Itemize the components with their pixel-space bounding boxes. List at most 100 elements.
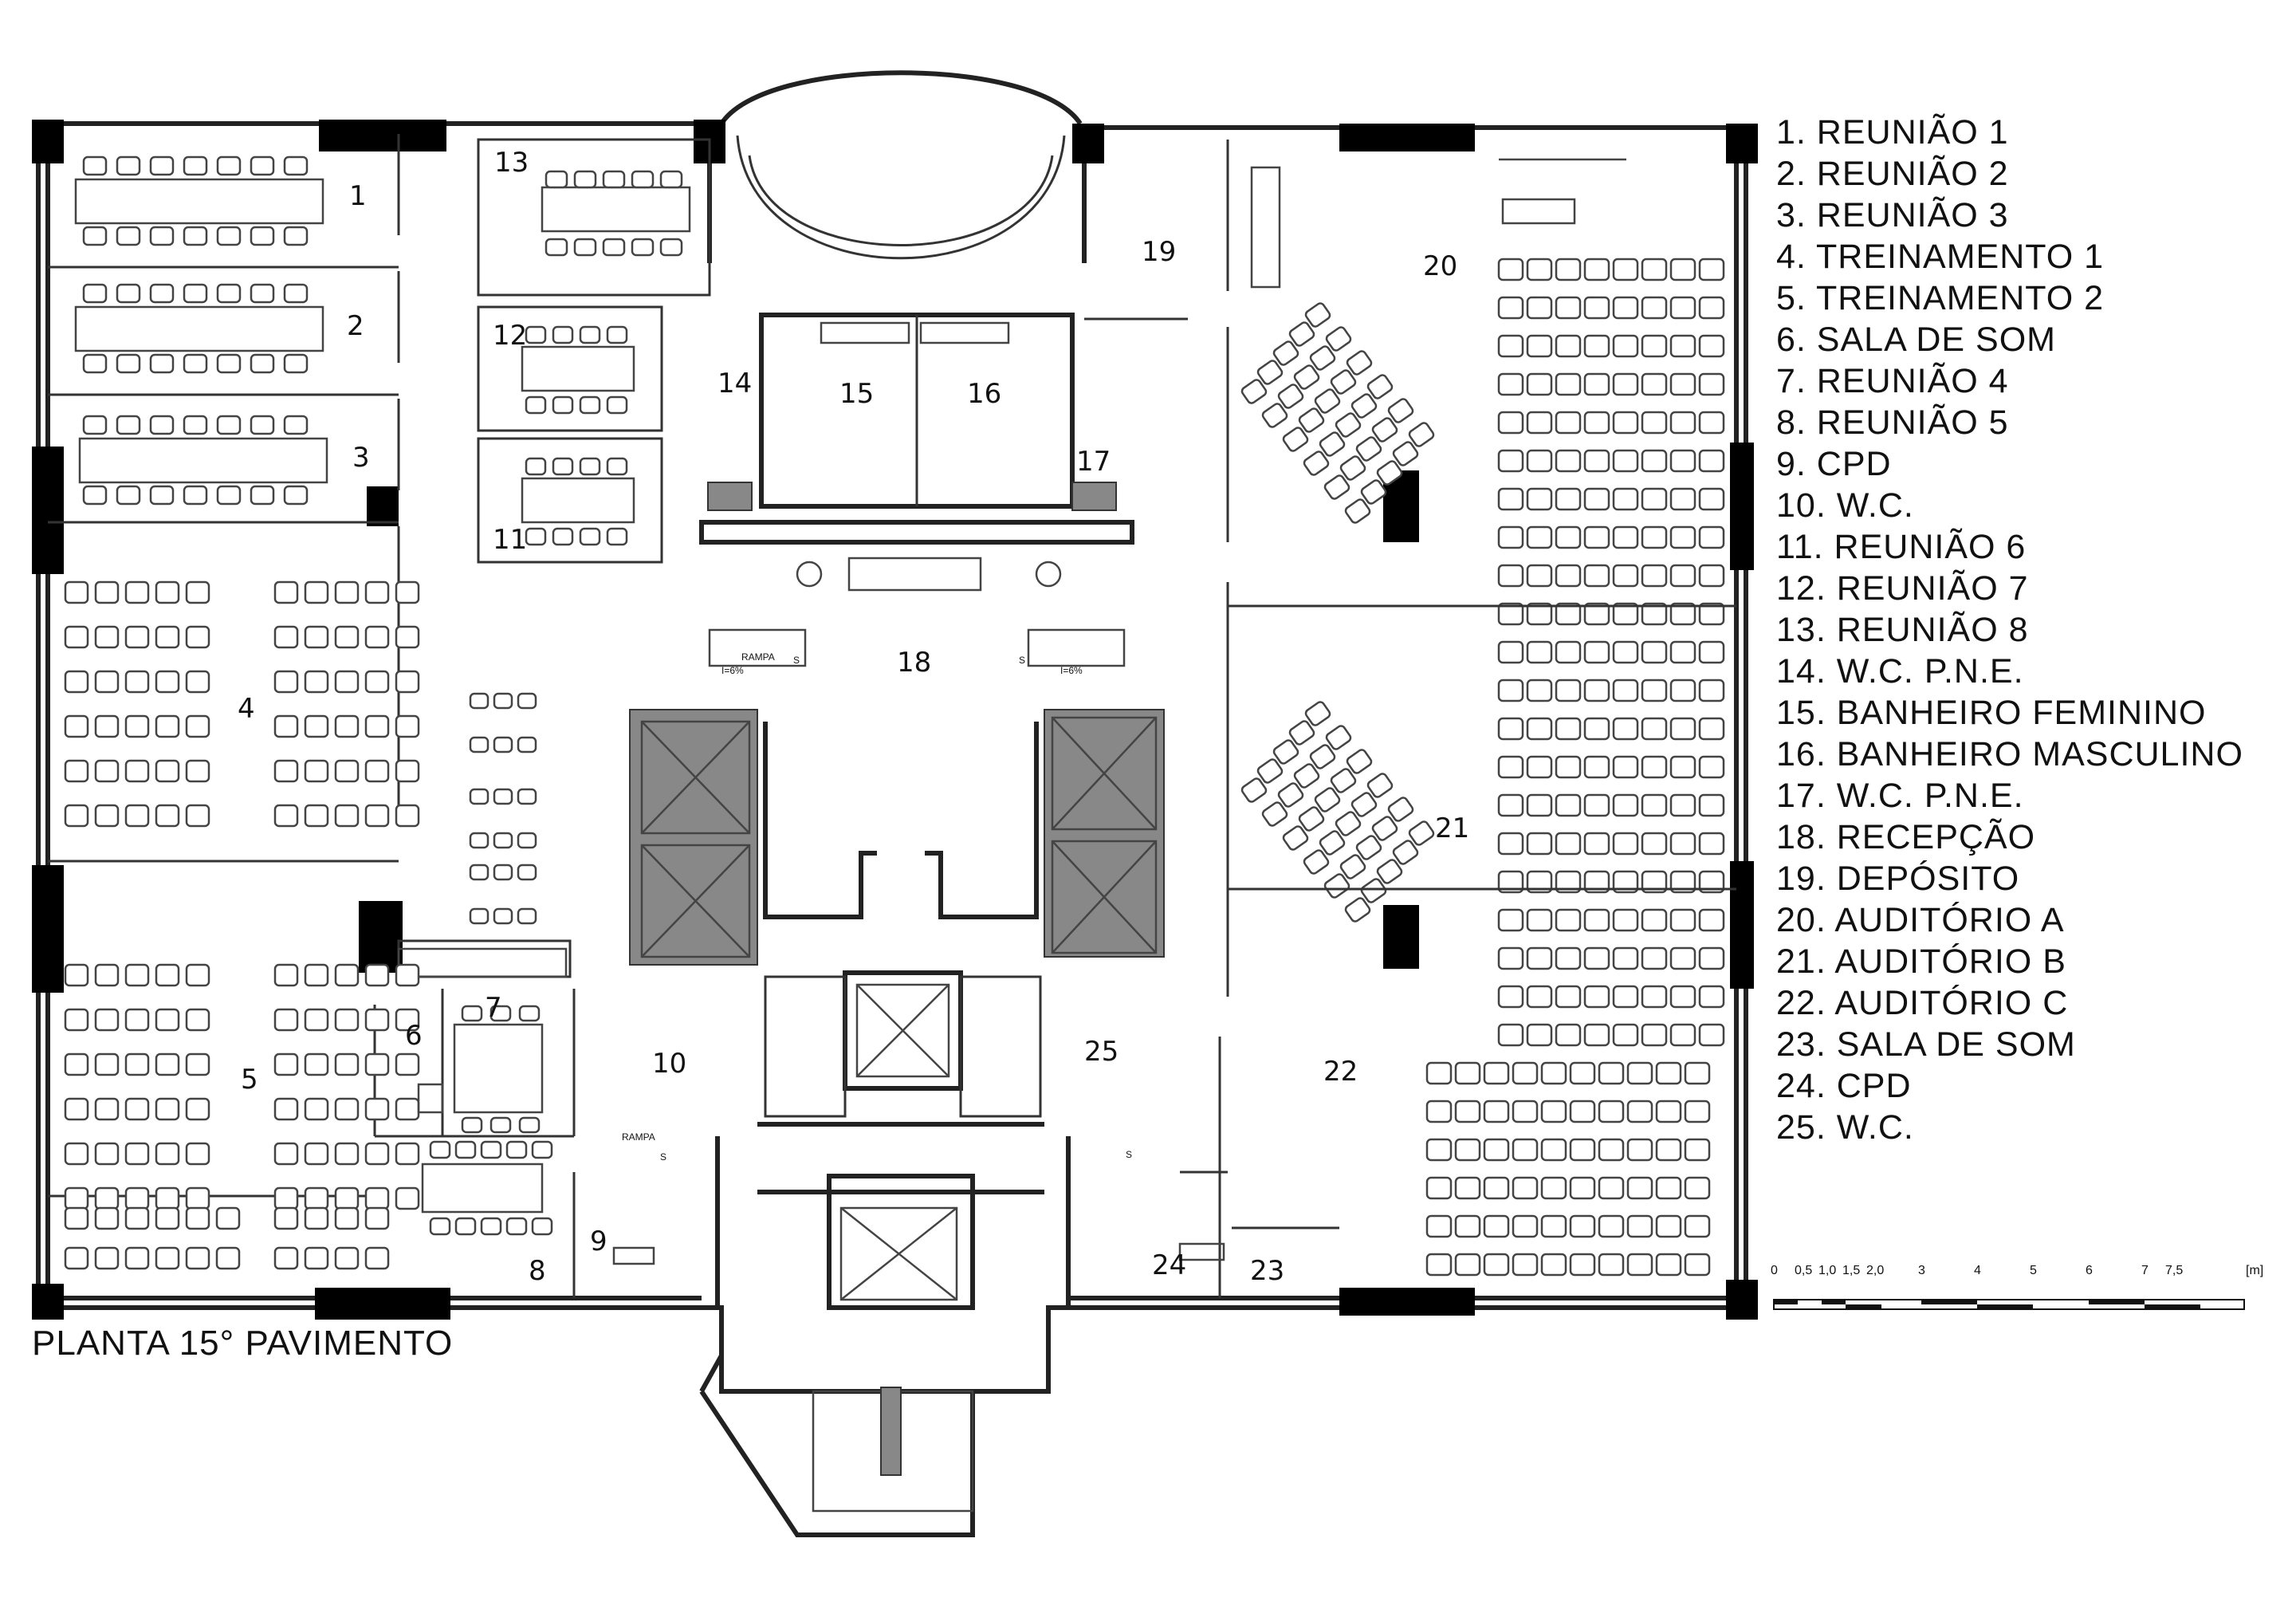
auditorium-seat [1335, 412, 1362, 438]
ramp-s-label: S [1126, 1149, 1132, 1160]
auditorium-seat [1346, 350, 1373, 376]
chair [1684, 1061, 1711, 1085]
ramp-label: RAMPA [741, 651, 775, 663]
chair [1425, 1061, 1453, 1085]
chair [1698, 564, 1725, 588]
chair [1641, 296, 1668, 320]
chair [1612, 525, 1639, 549]
auditorium-seat [1408, 820, 1435, 846]
chair [116, 226, 141, 246]
chair [304, 625, 329, 649]
plan-title: PLANTA 15° PAVIMENTO [32, 1324, 454, 1363]
chair [1526, 717, 1553, 741]
room-number: 12 [493, 320, 527, 352]
chair [1612, 411, 1639, 435]
chair [1583, 602, 1610, 626]
legend-item: 6. SALA DE SOM [1776, 321, 2056, 359]
chair [1612, 258, 1639, 281]
chair [1526, 564, 1553, 588]
chair [155, 1186, 180, 1210]
auditorium-seat [1323, 474, 1350, 500]
room-number: 16 [967, 378, 1001, 410]
chair [1497, 908, 1524, 932]
chair [1684, 1214, 1711, 1238]
chair [273, 804, 299, 828]
auditorium-seat [1282, 427, 1309, 452]
chair [155, 963, 180, 987]
auditorium-seat [1319, 431, 1346, 457]
chair [304, 804, 329, 828]
chair [1612, 334, 1639, 358]
chair [1526, 296, 1553, 320]
auditorium-seat [1309, 345, 1336, 371]
chair [469, 788, 489, 805]
auditorium-seats [1240, 258, 1725, 1277]
chair [493, 736, 513, 753]
chair [1526, 832, 1553, 856]
chair [1555, 946, 1582, 970]
chair [531, 1140, 553, 1159]
legend-item: 5. TREINAMENTO 2 [1776, 279, 2105, 317]
chair [1526, 946, 1553, 970]
chair [1497, 258, 1524, 281]
chair [1583, 525, 1610, 549]
meeting-tables-left [74, 178, 691, 1214]
chair [1497, 449, 1524, 473]
chair [1698, 487, 1725, 511]
room-number: 18 [897, 647, 931, 679]
chair [1454, 1138, 1481, 1162]
room-number: 19 [1142, 236, 1176, 268]
chair [149, 485, 175, 506]
chair [1598, 1214, 1625, 1238]
room-number: 22 [1323, 1056, 1358, 1088]
chair [1612, 946, 1639, 970]
chair [216, 155, 242, 176]
chair [334, 714, 360, 738]
chair [94, 714, 120, 738]
chair [1669, 946, 1696, 970]
chair [364, 714, 390, 738]
chair [334, 804, 360, 828]
chair [155, 580, 180, 604]
auditorium-seat [1304, 701, 1331, 726]
chair [1598, 1138, 1625, 1162]
chair [185, 1008, 210, 1032]
chair [1641, 679, 1668, 702]
chair [216, 353, 242, 374]
auditorium-seat [1303, 849, 1330, 875]
ramp-label: RAMPA [622, 1131, 655, 1143]
auditorium-seat [1304, 302, 1331, 328]
chair [602, 238, 626, 257]
chair [1555, 755, 1582, 779]
chair [1583, 755, 1610, 779]
chair [1641, 793, 1668, 817]
chair [1684, 1138, 1711, 1162]
auditorium-seat [1240, 379, 1268, 404]
chair [1526, 487, 1553, 511]
chair [273, 580, 299, 604]
chair [531, 1217, 553, 1236]
chair [334, 1246, 360, 1270]
chair [1497, 411, 1524, 435]
chair [1698, 640, 1725, 664]
chair [489, 1005, 512, 1022]
chair [1425, 1100, 1453, 1123]
chair [216, 283, 242, 304]
chair [1583, 717, 1610, 741]
chair [1483, 1138, 1510, 1162]
chair [149, 353, 175, 374]
chair [82, 353, 108, 374]
chair [124, 580, 150, 604]
chair [304, 1097, 329, 1121]
auditorium-seat [1339, 854, 1366, 879]
scale-unit: [m] [2246, 1264, 2264, 1277]
chair [273, 1142, 299, 1166]
auditorium-seat [1325, 326, 1352, 352]
chair [185, 580, 210, 604]
chair [1497, 525, 1524, 549]
chair [183, 226, 208, 246]
chair [1526, 334, 1553, 358]
chair [185, 670, 210, 694]
chair [1497, 334, 1524, 358]
auditorium-seat [1240, 777, 1268, 803]
